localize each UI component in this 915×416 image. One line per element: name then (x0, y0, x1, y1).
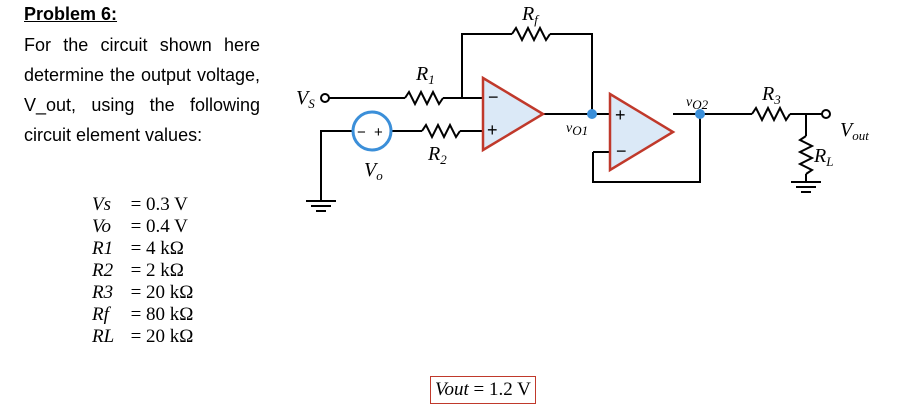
label-rf: Rf (521, 3, 540, 27)
vout-terminal-icon (821, 109, 831, 119)
value-row: R3=20 kΩ (92, 282, 194, 303)
wire-rf-left (461, 33, 512, 98)
value-row: R2=2 kΩ (92, 260, 184, 281)
value-text: 0.4 V (146, 216, 188, 237)
value-symbol: Vs (92, 194, 111, 215)
opamp2-plus-sign: + (615, 105, 626, 125)
opamp2-minus-sign: − (616, 141, 627, 161)
opamp1-plus-sign: + (487, 120, 498, 140)
label-vo2: vO2 (686, 95, 709, 112)
label-vo: Vo (364, 159, 383, 183)
value-row: R1=4 kΩ (92, 238, 184, 259)
value-text: 4 kΩ (146, 238, 184, 259)
value-text: 20 kΩ (146, 326, 194, 347)
value-text: 0.3 V (146, 194, 188, 215)
wire-rf-right (550, 33, 593, 114)
source-plus-sign: + (374, 124, 383, 141)
opamp1-minus-sign: − (488, 87, 499, 107)
value-text: 2 kΩ (146, 260, 184, 281)
r1-resistor (404, 89, 444, 107)
label-vo1: vO1 (566, 121, 588, 138)
node-vo1-icon (587, 109, 597, 119)
label-r1: R1 (415, 63, 435, 87)
opamp-2-icon (608, 91, 676, 173)
value-symbol: R2 (92, 260, 114, 281)
wire-ground-source (320, 130, 352, 201)
circuit-wires (320, 25, 822, 201)
label-vs: VS (296, 87, 315, 111)
answer-value: 1.2 V (489, 379, 531, 400)
value-symbol: R3 (92, 282, 114, 303)
value-symbol: R1 (92, 238, 114, 259)
problem-statement: For the circuit shown here determine the… (24, 35, 260, 145)
value-row: Vo=0.4 V (92, 216, 188, 237)
voltage-source-icon (351, 110, 393, 152)
answer-box: Vout = 1.2 V (430, 376, 536, 404)
values-list: Vs=0.3 V Vo=0.4 V R1=4 kΩ R2=2 kΩ R3=20 … (92, 194, 193, 348)
label-r3: R3 (761, 83, 781, 107)
value-row: RL=20 kΩ (92, 326, 194, 347)
ground-symbol-left (306, 200, 336, 212)
value-row: Vs=0.3 V (92, 194, 188, 215)
label-vout: Vout (840, 119, 869, 143)
value-symbol: Vo (92, 216, 111, 237)
value-symbol: Rf (92, 304, 109, 325)
value-row: Rf=80 kΩ (92, 304, 194, 325)
node-vo2-icon (695, 109, 705, 119)
opamp-1-icon (481, 75, 546, 153)
wire-follower-feedback (592, 114, 701, 183)
rl-resistor (797, 135, 815, 175)
r3-resistor (751, 105, 791, 123)
rf-resistor (511, 25, 551, 43)
problem-title: Problem 6: (24, 4, 118, 24)
value-text: 20 kΩ (146, 282, 194, 303)
value-symbol: RL (92, 326, 115, 347)
vs-terminal-icon (320, 93, 330, 103)
label-rl: RL (813, 145, 833, 169)
answer-symbol: Vout (435, 379, 469, 400)
value-text: 80 kΩ (146, 304, 194, 325)
r2-resistor (421, 122, 461, 140)
ground-symbol-right (791, 181, 821, 193)
source-minus-sign: − (357, 124, 366, 141)
label-r2: R2 (427, 143, 447, 167)
